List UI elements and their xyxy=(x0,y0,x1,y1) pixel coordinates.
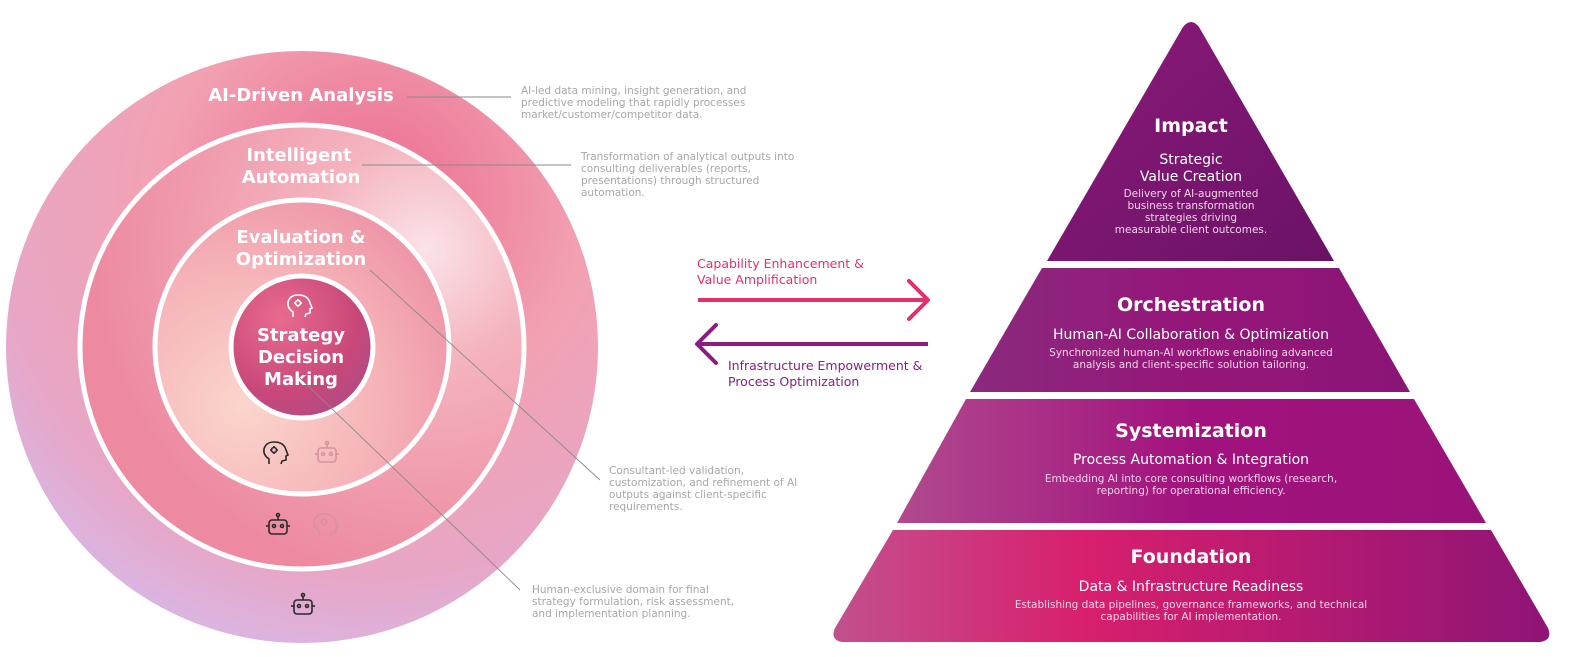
description-evaluation: Consultant-led validation, customization… xyxy=(609,465,797,513)
arrow-label-bottom-line2: Process Optimization xyxy=(728,374,859,389)
description-line: market/customer/competitor data. xyxy=(521,109,703,121)
tier-desc-line: reporting) for operational efficiency. xyxy=(1097,485,1286,497)
description-line: requirements. xyxy=(609,501,683,513)
robot-icon xyxy=(291,592,315,615)
ring-label-evaluation-line2: Optimization xyxy=(236,249,366,270)
description-line: outputs against client-specific xyxy=(609,489,767,501)
pyramid-tier-orchestration xyxy=(970,268,1410,392)
description-line: strategy formulation, risk assessment, xyxy=(532,596,734,608)
tier-desc-line: capabilities for AI implementation. xyxy=(1101,611,1282,623)
ring-strategy-core xyxy=(228,273,376,421)
ring-label-automation-line2: Automation xyxy=(242,167,361,188)
tier-impact-content: Impact Strategic Value Creation Delivery… xyxy=(1115,115,1267,236)
arrow-capability-enhancement: Capability Enhancement & Value Amplifica… xyxy=(697,256,930,321)
brain-icon xyxy=(263,441,290,465)
pyramid xyxy=(833,22,1550,642)
tier-subtitle-impact-line2: Value Creation xyxy=(1140,169,1242,185)
description-line: automation. xyxy=(581,187,645,199)
tier-title-orchestration: Orchestration xyxy=(1117,294,1265,316)
ring-label-automation-line1: Intelligent xyxy=(246,145,352,166)
description-line: customization, and refinement of AI xyxy=(609,477,797,489)
core-label-line1: Strategy xyxy=(257,325,345,346)
description-line: and implementation planning. xyxy=(532,608,691,620)
tier-desc-line: Embedding AI into core consulting workfl… xyxy=(1045,473,1337,485)
description-line: predictive modeling that rapidly process… xyxy=(521,97,745,109)
tier-desc-line: analysis and client-specific solution ta… xyxy=(1073,359,1309,371)
arrow-label-top-line1: Capability Enhancement & xyxy=(697,256,864,271)
arrow-label-top-line2: Value Amplification xyxy=(697,272,817,287)
description-line: Transformation of analytical outputs int… xyxy=(580,151,794,163)
ring-label-evaluation-line1: Evaluation & xyxy=(236,227,365,248)
brain-icon xyxy=(313,513,340,537)
robot-icon xyxy=(266,512,290,535)
core-label-line2: Decision xyxy=(258,347,344,368)
tier-foundation-content: Foundation Data & Infrastructure Readine… xyxy=(1015,546,1367,623)
concentric-rings xyxy=(6,51,598,643)
description-automation: Transformation of analytical outputs int… xyxy=(580,151,794,199)
tier-subtitle-orchestration: Human-AI Collaboration & Optimization xyxy=(1053,327,1329,343)
tier-desc-line: business transformation xyxy=(1127,200,1254,212)
tier-subtitle-systemization: Process Automation & Integration xyxy=(1073,452,1309,468)
ring-label-analysis: AI-Driven Analysis xyxy=(208,85,394,106)
tier-subtitle-foundation: Data & Infrastructure Readiness xyxy=(1079,579,1304,595)
tier-desc-line: measurable client outcomes. xyxy=(1115,224,1267,236)
tier-subtitle-impact-line1: Strategic xyxy=(1159,152,1222,168)
arrow-label-bottom-line1: Infrastructure Empowerment & xyxy=(728,358,923,373)
description-line: presentations) through structured xyxy=(581,175,759,187)
leader-line-evaluation xyxy=(369,269,601,481)
pyramid-tier-impact xyxy=(1047,22,1334,261)
description-line: consulting deliverables (reports, xyxy=(581,163,751,175)
description-line: Human-exclusive domain for final xyxy=(532,584,709,596)
tier-title-impact: Impact xyxy=(1154,115,1228,137)
description-line: AI-led data mining, insight generation, … xyxy=(521,85,746,97)
pyramid-tier-systemization xyxy=(897,399,1486,523)
description-strategy: Human-exclusive domain for final strateg… xyxy=(532,584,734,620)
tier-systemization-content: Systemization Process Automation & Integ… xyxy=(1045,420,1337,497)
tier-desc-line: Synchronized human-AI workflows enabling… xyxy=(1049,347,1333,359)
tier-orchestration-content: Orchestration Human-AI Collaboration & O… xyxy=(1049,294,1333,371)
tier-title-foundation: Foundation xyxy=(1131,546,1252,568)
robot-icon xyxy=(315,440,339,463)
tier-desc-line: strategies driving xyxy=(1145,212,1237,224)
pyramid-tier-foundation xyxy=(833,530,1550,642)
tier-desc-line: Establishing data pipelines, governance … xyxy=(1015,599,1367,611)
tier-title-systemization: Systemization xyxy=(1115,420,1267,442)
leader-lines xyxy=(299,96,601,591)
description-analysis: AI-led data mining, insight generation, … xyxy=(521,85,746,121)
brain-icon xyxy=(287,294,314,318)
arrow-infrastructure-empowerment: Infrastructure Empowerment & Process Opt… xyxy=(695,323,928,389)
leader-line-strategy xyxy=(299,377,521,591)
description-line: Consultant-led validation, xyxy=(609,465,744,477)
tier-desc-line: Delivery of AI-augmented xyxy=(1124,188,1259,200)
